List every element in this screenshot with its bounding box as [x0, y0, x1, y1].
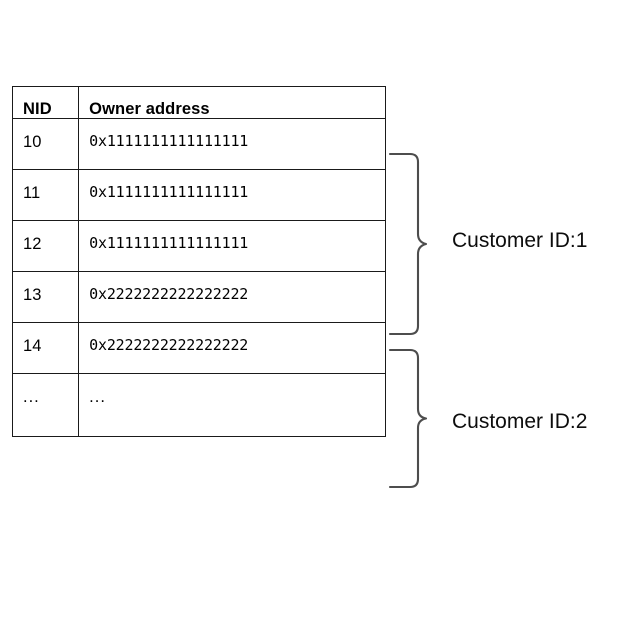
table-row: 12 0x1111111111111111	[11, 220, 386, 273]
cell-owner-address: 0x1111111111111111	[78, 220, 386, 273]
column-header-owner-address-label: Owner address	[89, 100, 210, 118]
cell-nid-value: ...	[23, 388, 40, 407]
cell-owner-address-value: ...	[89, 388, 106, 407]
cell-nid: 14	[11, 322, 80, 375]
table-header: NID Owner address	[11, 85, 386, 120]
table-row: ... ...	[11, 373, 386, 438]
cell-nid-value: 12	[23, 235, 42, 254]
column-header-owner-address: Owner address	[78, 85, 386, 120]
cell-nid-value: 14	[23, 337, 42, 356]
column-header-nid-label: NID	[23, 100, 52, 118]
cell-nid: 11	[11, 169, 80, 222]
cell-nid: ...	[11, 373, 80, 438]
cell-owner-address-value: 0x1111111111111111	[89, 183, 249, 202]
cell-owner-address: 0x1111111111111111	[78, 118, 386, 171]
cell-owner-address-value: 0x1111111111111111	[89, 132, 249, 151]
nid-owner-table: NID Owner address 10 0x1111111111111111 …	[11, 85, 386, 438]
table-row: 14 0x2222222222222222	[11, 322, 386, 375]
cell-owner-address: 0x1111111111111111	[78, 169, 386, 222]
column-header-nid: NID	[11, 85, 80, 120]
cell-owner-address: ...	[78, 373, 386, 438]
table-row: 11 0x1111111111111111	[11, 169, 386, 222]
cell-owner-address-value: 0x1111111111111111	[89, 234, 249, 253]
group-brace-icon	[388, 152, 428, 336]
cell-nid: 12	[11, 220, 80, 273]
table-row: 10 0x1111111111111111	[11, 118, 386, 171]
cell-owner-address: 0x2222222222222222	[78, 271, 386, 324]
cell-owner-address-value: 0x2222222222222222	[89, 336, 249, 355]
group-brace-icon	[388, 348, 428, 489]
cell-nid-value: 13	[23, 286, 42, 305]
group-label-customer-1: Customer ID:1	[452, 229, 588, 252]
cell-owner-address: 0x2222222222222222	[78, 322, 386, 375]
cell-nid: 13	[11, 271, 80, 324]
cell-nid-value: 11	[23, 184, 41, 203]
group-label-customer-2: Customer ID:2	[452, 410, 588, 433]
cell-nid-value: 10	[23, 133, 42, 152]
cell-owner-address-value: 0x2222222222222222	[89, 285, 249, 304]
table-header-row: NID Owner address	[11, 85, 386, 120]
table-body: 10 0x1111111111111111 11 0x1111111111111…	[11, 118, 386, 438]
cell-nid: 10	[11, 118, 80, 171]
table-row: 13 0x2222222222222222	[11, 271, 386, 324]
